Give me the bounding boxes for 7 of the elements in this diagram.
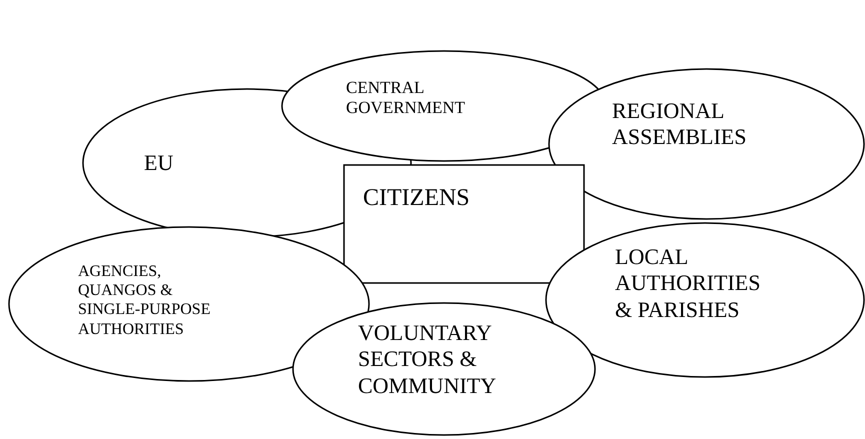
node-label: REGIONAL ASSEMBLIES	[612, 98, 748, 151]
node-label: VOLUNTARY SECTORS & COMMUNITY	[358, 320, 498, 400]
node-label: AGENCIES, QUANGOS & SINGLE-PURPOSE AUTHORITIES	[78, 262, 212, 339]
node-label: LOCAL AUTHORITIES & PARISHES	[615, 244, 762, 324]
node-label: CITIZENS	[363, 184, 471, 213]
node-label: CENTRAL GOVERNMENT	[346, 78, 466, 119]
node-label: EU	[144, 150, 174, 176]
